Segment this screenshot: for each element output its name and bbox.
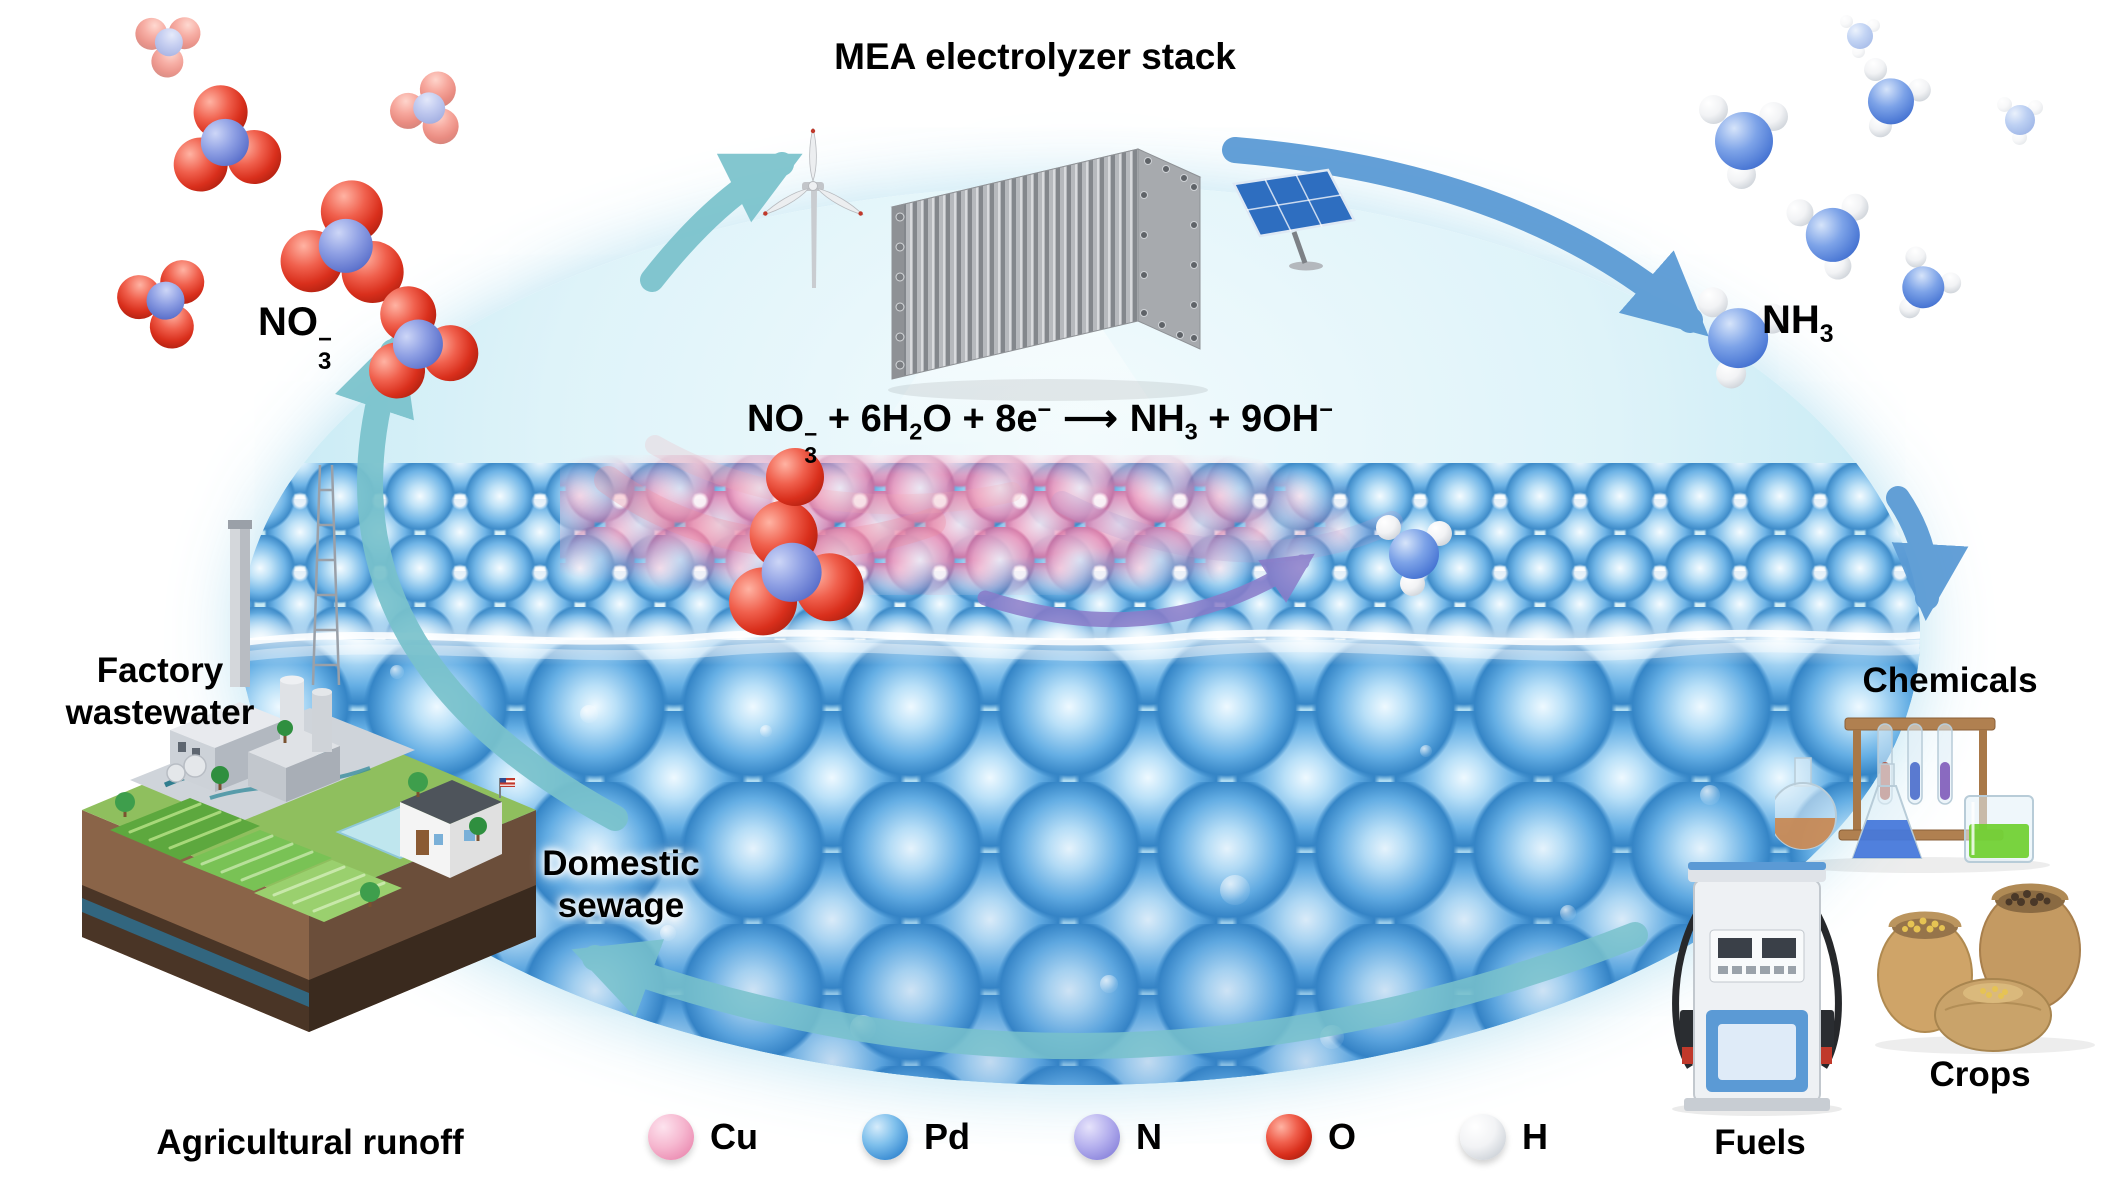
wastewater-sources-illustration xyxy=(70,430,560,1130)
beaker xyxy=(1964,795,2034,863)
lattice-tower xyxy=(311,464,341,686)
fuel-pump-illustration xyxy=(1662,842,1852,1117)
factory-wastewater-label: Factory wastewater xyxy=(65,651,255,732)
oxygen-atom xyxy=(766,448,824,506)
nh3-molecule xyxy=(1875,239,1971,335)
fuel-nozzle xyxy=(1680,1010,1696,1052)
crops-label: Crops xyxy=(1929,1055,2031,1094)
cu-sphere-icon xyxy=(648,1114,694,1160)
hydrogen-atom xyxy=(1866,18,1880,32)
reaction-arrow: ⟶ xyxy=(1063,398,1118,440)
bubble xyxy=(1100,975,1118,993)
no3-molecule xyxy=(129,0,215,84)
bubble xyxy=(1700,785,1720,805)
pd-sphere-icon xyxy=(861,1114,908,1160)
nh3-molecule xyxy=(1995,95,2045,146)
diagram-title: MEA electrolyzer stack xyxy=(834,36,1236,77)
bubble xyxy=(760,725,772,737)
bubble xyxy=(1320,1025,1344,1049)
legend-item-pd: Pd xyxy=(861,1114,970,1160)
hydrogen-atom xyxy=(1997,96,2013,112)
nh3-molecule xyxy=(1842,52,1938,150)
no3-molecule xyxy=(275,170,419,308)
solar-panel-icon xyxy=(1228,162,1368,282)
bubble xyxy=(1560,905,1576,921)
flag-icon xyxy=(499,778,515,798)
o-sphere-icon xyxy=(1265,1114,1312,1160)
bubble xyxy=(1220,875,1250,905)
n-sphere-icon xyxy=(1073,1114,1120,1160)
no3-molecule xyxy=(383,58,478,151)
bubble xyxy=(1420,745,1432,757)
legend-item-h: H xyxy=(1459,1114,1548,1160)
crops-illustration xyxy=(1855,845,2105,1060)
nitrogen-atom xyxy=(2005,105,2036,136)
reaction-nh3: NH xyxy=(1129,398,1185,440)
nitrogen-atom xyxy=(1714,111,1773,170)
fuels-label: Fuels xyxy=(1714,1123,1806,1162)
chemicals-illustration xyxy=(1775,700,2065,875)
fuel-nozzle xyxy=(1818,1010,1834,1052)
mea-electrolyzer-stack xyxy=(880,95,1220,405)
no3-molecule xyxy=(108,236,229,358)
nh3-molecule xyxy=(1838,14,1881,58)
grain-sack-front xyxy=(1934,978,2052,1052)
atom-legend: Cu Pd N O H xyxy=(648,1114,1548,1160)
wind-turbine-icon xyxy=(750,128,880,298)
factory-buildings xyxy=(166,675,340,802)
chemicals-label: Chemicals xyxy=(1862,661,2038,700)
no3-label: NO−3 xyxy=(258,300,333,375)
nh3-molecule xyxy=(1695,92,1791,191)
chimney xyxy=(228,520,252,687)
hydrogen-atom xyxy=(1839,15,1853,29)
agricultural-runoff-label: Agricultural runoff xyxy=(156,1123,464,1162)
legend-item-cu: Cu xyxy=(648,1114,758,1160)
domestic-sewage-label: Domestic sewage xyxy=(542,844,700,925)
crop-fields xyxy=(110,798,402,922)
legend-item-o: O xyxy=(1265,1114,1356,1160)
erlenmeyer-flask xyxy=(1851,763,1923,859)
hydrogen-atom xyxy=(1852,44,1866,58)
adsorbed-no3-molecule xyxy=(710,487,870,642)
reaction-equation: NO−3 + 6H2O + 8e−⟶NH3 + 9OH− xyxy=(747,396,1333,468)
nh3-molecule xyxy=(1779,182,1885,290)
reaction-no3: NO xyxy=(747,398,805,440)
h-sphere-icon xyxy=(1459,1114,1506,1160)
produced-nh3-molecule xyxy=(1372,512,1455,597)
bubble xyxy=(660,925,676,941)
bubble xyxy=(580,705,598,723)
round-flask xyxy=(1775,757,1837,850)
nitrogen-atom xyxy=(1389,529,1439,579)
no3-molecule xyxy=(163,78,285,195)
bubble xyxy=(850,1015,876,1041)
nitrogen-atom xyxy=(1846,22,1873,49)
legend-item-n: N xyxy=(1073,1114,1162,1160)
nh3-label: NH3 xyxy=(1762,298,1834,348)
